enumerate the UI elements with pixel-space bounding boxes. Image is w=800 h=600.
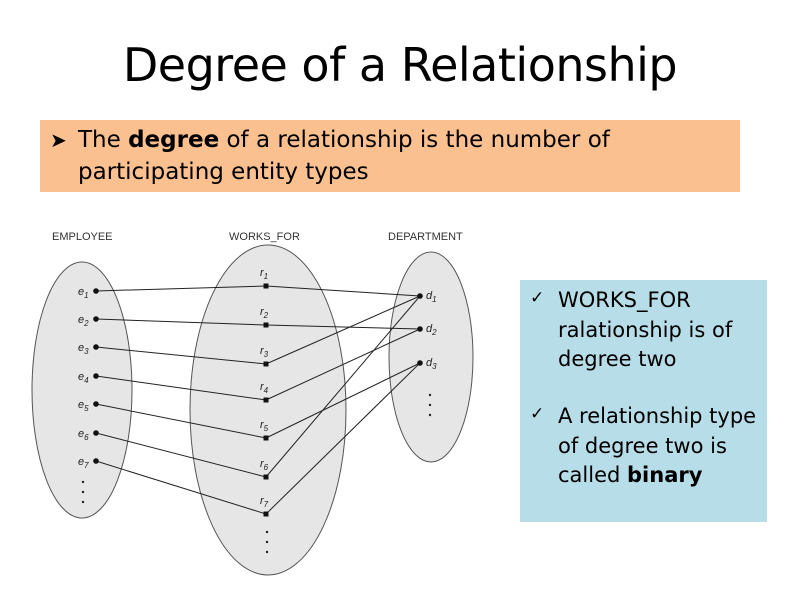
department-members: d1 d2 d3: [417, 290, 437, 417]
er-instance-diagram: EMPLOYEE WORKS_FOR DEPARTMENT e1 e2 e3 e…: [31, 231, 474, 576]
definition-text: The degree of a relationship is the numb…: [78, 127, 610, 185]
svg-text:r1: r1: [260, 267, 268, 281]
arrow-bullet-icon: ➤: [50, 128, 67, 152]
svg-text:e6: e6: [78, 428, 89, 442]
definition-box: ➤ The degree of a relationship is the nu…: [40, 120, 740, 192]
svg-text:e5: e5: [78, 399, 89, 413]
binary-term: binary: [627, 463, 703, 487]
svg-text:r7: r7: [260, 495, 269, 509]
works-for-members: r1 r2 r3 r4 r5 r6 r7: [260, 267, 269, 554]
svg-text:e4: e4: [78, 371, 89, 385]
employee-set-ellipse: [31, 261, 133, 519]
note-text: A relationship type of degree two is cal…: [558, 404, 757, 487]
svg-text:d1: d1: [426, 290, 437, 304]
check-icon: ✓: [530, 288, 545, 308]
svg-text:r3: r3: [260, 345, 269, 359]
note-text: WORKS_FOR ralationship is of degree two: [558, 288, 733, 371]
svg-text:e3: e3: [78, 342, 89, 356]
employee-set-label: EMPLOYEE: [52, 231, 113, 243]
svg-text:r6: r6: [260, 458, 269, 472]
svg-text:e2: e2: [78, 314, 89, 328]
relationship-links: [95, 285, 421, 515]
slide-title: Degree of a Relationship: [122, 38, 678, 92]
svg-text:r5: r5: [260, 419, 269, 433]
svg-text:d3: d3: [426, 357, 437, 371]
definition-bold-term: degree: [128, 127, 220, 153]
svg-text:r4: r4: [260, 381, 269, 395]
works-for-set-label: WORKS_FOR: [229, 231, 300, 243]
department-set-ellipse: [388, 251, 474, 463]
svg-text:d2: d2: [426, 323, 437, 337]
employee-members: e1 e2 e3 e4 e5 e6 e7: [78, 286, 99, 504]
works-for-set-ellipse: [189, 244, 347, 576]
svg-text:e7: e7: [78, 456, 89, 470]
notes-box: ✓ WORKS_FOR ralationship is of degree tw…: [520, 280, 767, 522]
svg-text:r2: r2: [260, 306, 269, 320]
department-set-label: DEPARTMENT: [388, 231, 463, 243]
svg-text:e1: e1: [78, 286, 89, 300]
check-icon: ✓: [530, 404, 545, 424]
